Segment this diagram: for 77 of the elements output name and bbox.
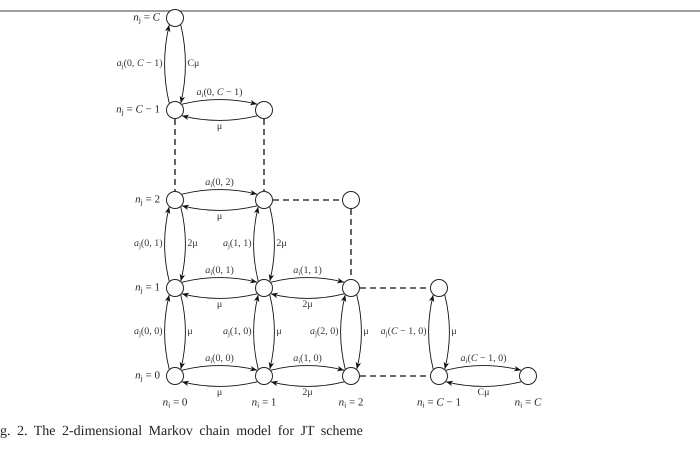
transition-arrow bbox=[445, 365, 522, 372]
transition-arrow bbox=[181, 365, 258, 372]
state-circle bbox=[166, 191, 184, 209]
rate-label: μ bbox=[216, 122, 222, 132]
transition-arrow bbox=[180, 206, 186, 282]
state-axis-label: n$_{i}$ = 0 bbox=[162, 398, 188, 408]
rate-label: a$_{j}$(0, 1) bbox=[134, 239, 163, 249]
transition-arrow bbox=[340, 294, 346, 370]
rate-label: a$_{i}$(0, 2) bbox=[205, 178, 234, 188]
rate-label: μ bbox=[363, 327, 369, 337]
rate-label: a$_{i}$(1, 0) bbox=[293, 354, 322, 364]
state-circle bbox=[430, 279, 448, 297]
rate-label: a$_{j}$(1, 0) bbox=[222, 327, 252, 337]
transition-arrow bbox=[164, 24, 170, 104]
dashed-line bbox=[273, 199, 342, 201]
transition-arrow bbox=[356, 294, 362, 370]
rate-label: a$_{j}$(C − 1, 0) bbox=[380, 327, 427, 337]
transition-arrow bbox=[181, 99, 258, 106]
state-circle bbox=[255, 279, 273, 297]
transition-arrow bbox=[268, 206, 275, 282]
figure-caption: g. 2. The 2-dimensional Markov chain model for JT scheme bbox=[0, 424, 363, 440]
transition-arrow bbox=[181, 114, 258, 121]
rate-label: a$_{i}$(1, 1) bbox=[293, 266, 322, 276]
rate-label: Cμ bbox=[187, 59, 200, 69]
state-circle bbox=[342, 191, 360, 209]
rate-label: a$_{j}$(2, 0) bbox=[310, 327, 339, 337]
state-circle bbox=[166, 101, 184, 119]
transition-arrow bbox=[270, 277, 345, 284]
state-circle bbox=[255, 191, 273, 209]
transition-arrow bbox=[270, 380, 345, 387]
transition-arrow bbox=[181, 189, 258, 196]
rate-label: μ bbox=[216, 300, 222, 310]
rate-label: μ bbox=[216, 388, 222, 398]
state-circle bbox=[166, 279, 184, 297]
transition-arrow bbox=[270, 292, 345, 299]
rate-label: μ bbox=[187, 327, 193, 337]
rate-label: 2μ bbox=[302, 300, 313, 310]
transition-arrow bbox=[180, 294, 186, 370]
rate-label: a$_{i}$(0, C − 1) bbox=[196, 88, 242, 98]
transition-arrow bbox=[181, 204, 258, 211]
rate-label: μ bbox=[216, 212, 222, 222]
rate-label: 2μ bbox=[187, 239, 198, 249]
dashed-line bbox=[174, 119, 176, 191]
transition-arrow bbox=[181, 277, 258, 284]
rate-label: a$_{j}$(1, 1) bbox=[222, 239, 252, 249]
transition-arrow bbox=[445, 380, 522, 387]
state-axis-label: n$_{i}$ = C bbox=[514, 398, 542, 408]
state-circle bbox=[430, 367, 448, 385]
rate-label: 2μ bbox=[302, 388, 313, 398]
state-circle bbox=[255, 367, 273, 385]
transition-arrow bbox=[270, 365, 345, 372]
transition-arrow bbox=[253, 294, 260, 370]
rate-label: μ bbox=[451, 327, 457, 337]
transition-arrow bbox=[253, 206, 260, 282]
transition-arrow bbox=[164, 206, 170, 282]
rate-label: 2μ bbox=[276, 239, 287, 249]
transition-arrow bbox=[164, 294, 170, 370]
transition-arrow bbox=[268, 294, 275, 370]
rate-label: a$_{i}$(0, 1) bbox=[205, 266, 234, 276]
dashed-line bbox=[263, 119, 265, 191]
state-circle bbox=[519, 367, 537, 385]
state-circle bbox=[342, 367, 360, 385]
transition-arrow bbox=[444, 294, 450, 370]
rate-label: a$_{j}$(0, 0) bbox=[134, 327, 163, 337]
rate-label: Cμ bbox=[477, 388, 490, 398]
transition-arrow bbox=[180, 24, 186, 104]
transition-arrow bbox=[181, 292, 258, 299]
rate-label: μ bbox=[276, 327, 282, 337]
transition-arrow bbox=[181, 380, 258, 387]
rate-label: a$_{i}$(C − 1, 0) bbox=[460, 354, 506, 364]
state-circle bbox=[166, 367, 184, 385]
rate-label: a$_{j}$(0, C − 1) bbox=[116, 59, 163, 69]
transition-arrow bbox=[428, 294, 434, 370]
state-circle bbox=[255, 101, 273, 119]
state-circle bbox=[166, 9, 184, 27]
state-circle bbox=[342, 279, 360, 297]
rate-label: a$_{i}$(0, 0) bbox=[205, 354, 234, 364]
